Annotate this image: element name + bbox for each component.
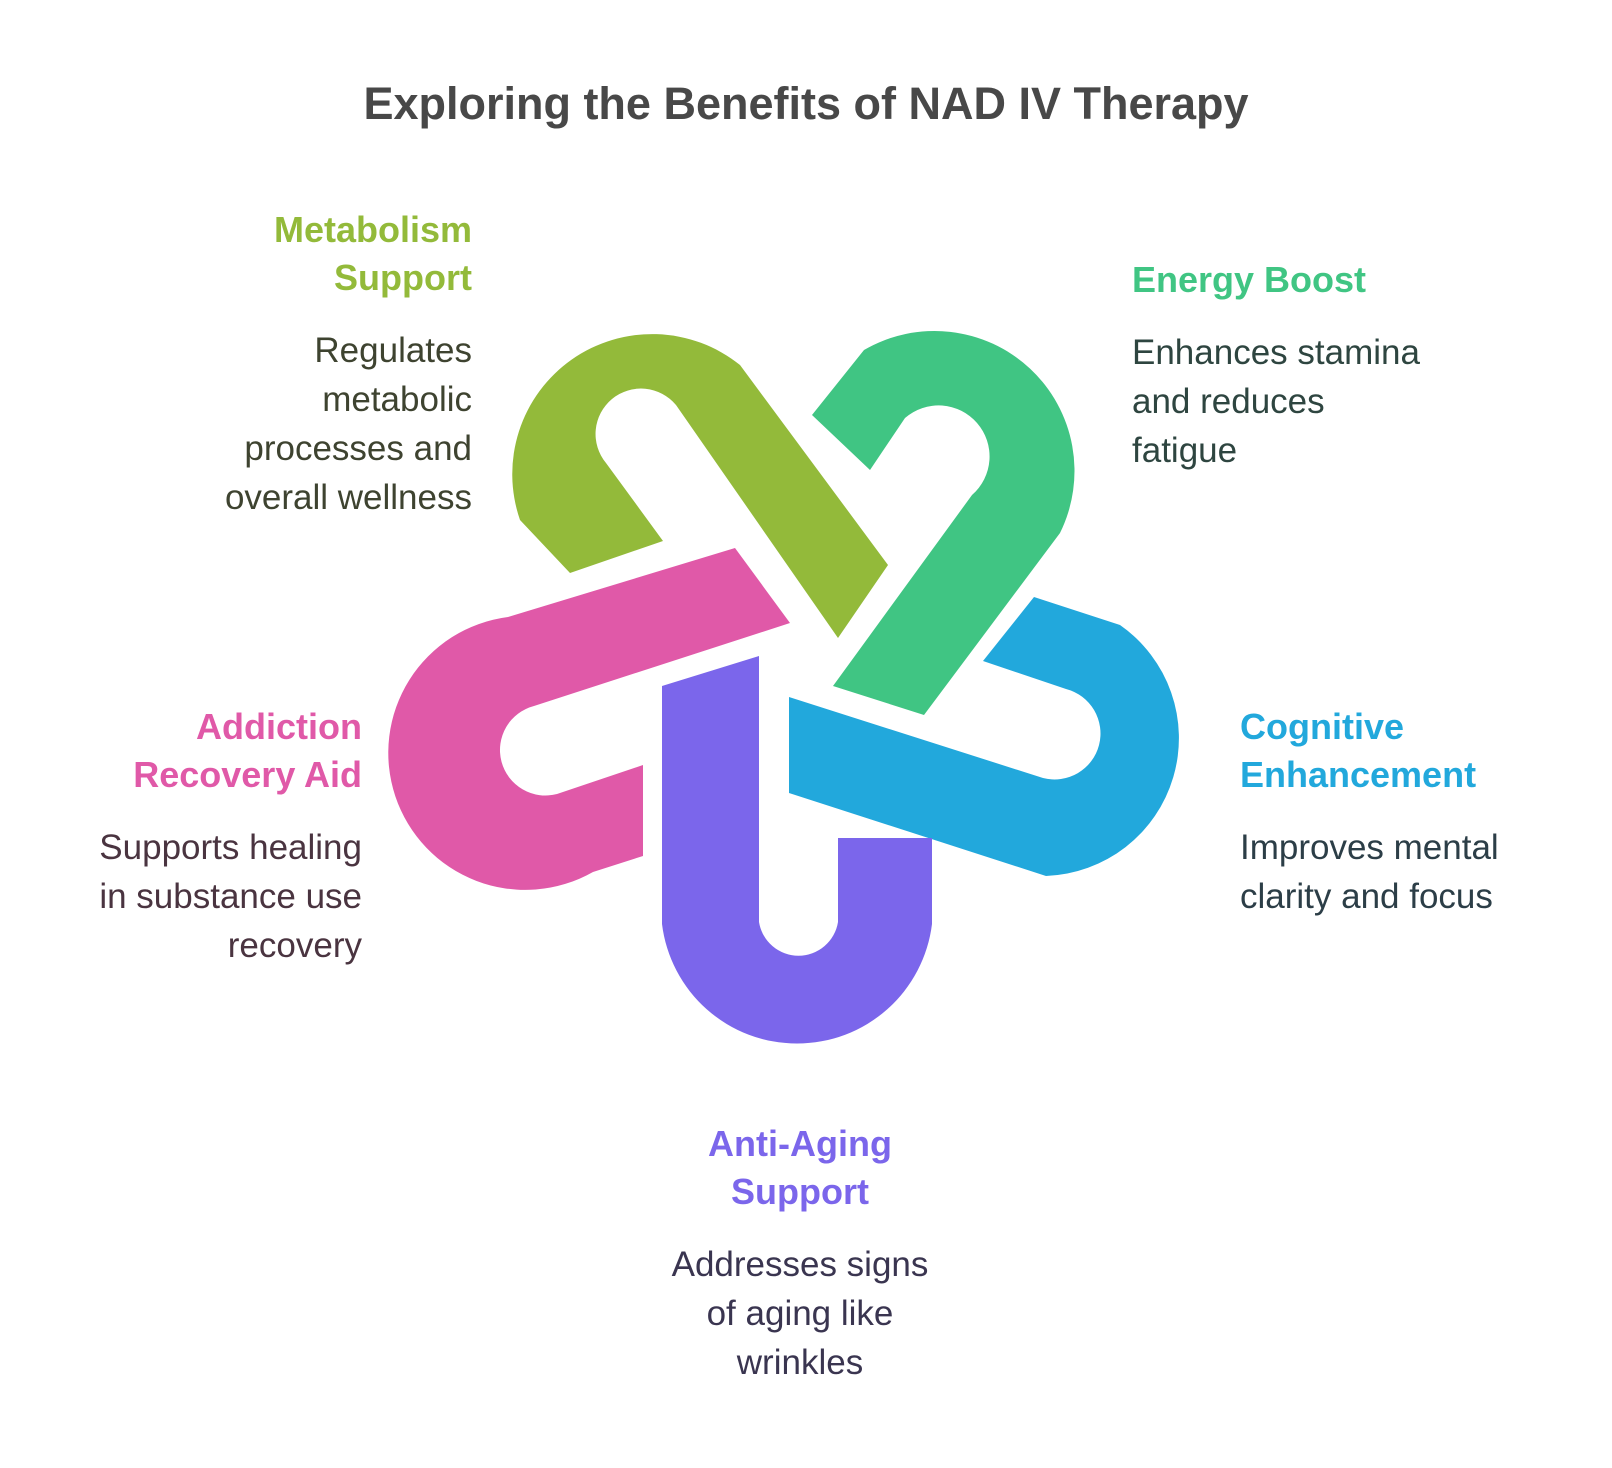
metabolism-heading-line: Metabolism: [273, 209, 472, 250]
addiction-heading: Addiction Recovery Aid: [30, 703, 362, 799]
cognitive-heading-line: Cognitive: [1240, 706, 1405, 747]
energy-description: Enhances stamina and reduces fatigue: [1132, 328, 1492, 475]
addiction-desc-line: Supports healing: [99, 828, 362, 867]
cognitive-desc-line: Improves mental: [1240, 828, 1499, 867]
cognitive-label-block: Cognitive Enhancement Improves mental cl…: [1240, 703, 1570, 921]
addiction-label-block: Addiction Recovery Aid Supports healing …: [30, 703, 362, 970]
energy-loop-shape: [812, 330, 1075, 715]
metabolism-desc-line: Regulates: [314, 331, 472, 370]
cognitive-loop-shape: [789, 597, 1179, 876]
antiaging-description: Addresses signs of aging like wrinkles: [600, 1240, 1000, 1387]
page-title: Exploring the Benefits of NAD IV Therapy: [363, 78, 1249, 129]
addiction-desc-line: recovery: [227, 926, 362, 965]
antiaging-heading-line: Support: [731, 1171, 869, 1212]
metabolism-desc-line: overall wellness: [224, 478, 472, 517]
addiction-heading-line: Addiction: [196, 706, 362, 747]
cognitive-heading: Cognitive Enhancement: [1240, 703, 1570, 799]
cognitive-desc-line: clarity and focus: [1240, 877, 1493, 916]
energy-desc-line: fatigue: [1132, 431, 1238, 470]
antiaging-desc-line: Addresses signs: [671, 1245, 929, 1284]
antiaging-heading-line: Anti-Aging: [708, 1123, 892, 1164]
antiaging-label-block: Anti-Aging Support Addresses signs of ag…: [600, 1120, 1000, 1387]
metabolism-heading: Metabolism Support: [140, 206, 472, 302]
antiaging-desc-line: wrinkles: [736, 1343, 864, 1382]
cognitive-description: Improves mental clarity and focus: [1240, 823, 1570, 921]
addiction-desc-line: in substance use: [99, 877, 362, 916]
antiaging-desc-line: of aging like: [706, 1294, 894, 1333]
cognitive-heading-line: Enhancement: [1240, 754, 1477, 795]
metabolism-desc-line: processes and: [244, 429, 472, 468]
energy-heading-line: Energy Boost: [1132, 259, 1367, 300]
metabolism-loop-shape: [512, 334, 888, 638]
energy-heading: Energy Boost: [1132, 256, 1492, 304]
energy-desc-line: Enhances stamina: [1132, 333, 1420, 372]
energy-desc-line: and reduces: [1132, 382, 1325, 421]
metabolism-description: Regulates metabolic processes and overal…: [140, 326, 472, 522]
addiction-heading-line: Recovery Aid: [133, 754, 362, 795]
addiction-loop-shape: [388, 548, 790, 890]
metabolism-heading-line: Support: [334, 257, 472, 298]
metabolism-label-block: Metabolism Support Regulates metabolic p…: [140, 206, 472, 522]
energy-label-block: Energy Boost Enhances stamina and reduce…: [1132, 256, 1492, 475]
antiaging-heading: Anti-Aging Support: [600, 1120, 1000, 1216]
metabolism-desc-line: metabolic: [322, 380, 472, 419]
antiaging-loop-shape: [662, 656, 932, 1044]
addiction-description: Supports healing in substance use recove…: [30, 823, 362, 970]
